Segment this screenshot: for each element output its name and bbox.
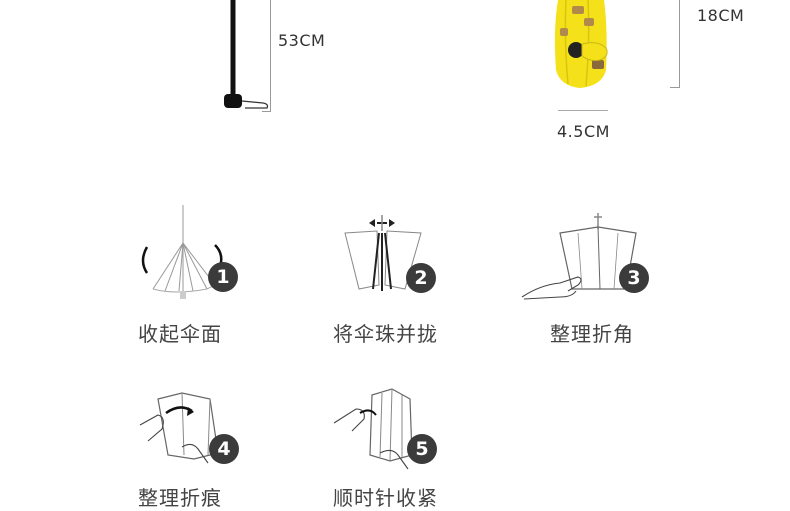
folded-length-label: 18CM xyxy=(697,6,745,25)
step-2: 2 将伞珠并拢 xyxy=(330,205,480,346)
folded-umbrella-illustration xyxy=(554,0,608,88)
step-4: 4 整理折痕 xyxy=(130,375,270,510)
step-1-badge: 1 xyxy=(208,262,238,292)
closed-umbrella-illustration xyxy=(224,0,269,109)
step-3-badge: 3 xyxy=(619,263,649,293)
length-measure-line xyxy=(270,0,271,112)
step-2-illustration xyxy=(344,215,422,291)
step-5-label: 顺时针收紧 xyxy=(333,486,438,510)
step-1: 1 收起伞面 xyxy=(130,205,270,346)
length-measure-tick xyxy=(262,111,271,112)
step-3-illustration xyxy=(521,213,637,300)
step-4-badge: 4 xyxy=(209,434,239,464)
folded-length-measure-line xyxy=(679,0,680,88)
step-2-badge: 2 xyxy=(406,263,436,293)
step-3-label: 整理折角 xyxy=(550,322,634,346)
step-4-label: 整理折痕 xyxy=(138,486,222,510)
step-1-label: 收起伞面 xyxy=(138,322,222,346)
step-3: 3 整理折角 xyxy=(520,205,670,346)
step-5: 5 顺时针收紧 xyxy=(330,375,480,510)
folded-diameter-label: 4.5CM xyxy=(557,122,610,141)
product-dimensions: 53CM 18CM 4.5CM xyxy=(0,0,790,150)
step-5-illustration xyxy=(333,388,413,470)
step-2-label: 将伞珠并拢 xyxy=(333,322,438,346)
open-length-label: 53CM xyxy=(278,31,326,50)
diameter-measure-line xyxy=(558,110,608,111)
folded-length-measure-tick xyxy=(670,87,680,88)
step-5-badge: 5 xyxy=(407,434,437,464)
